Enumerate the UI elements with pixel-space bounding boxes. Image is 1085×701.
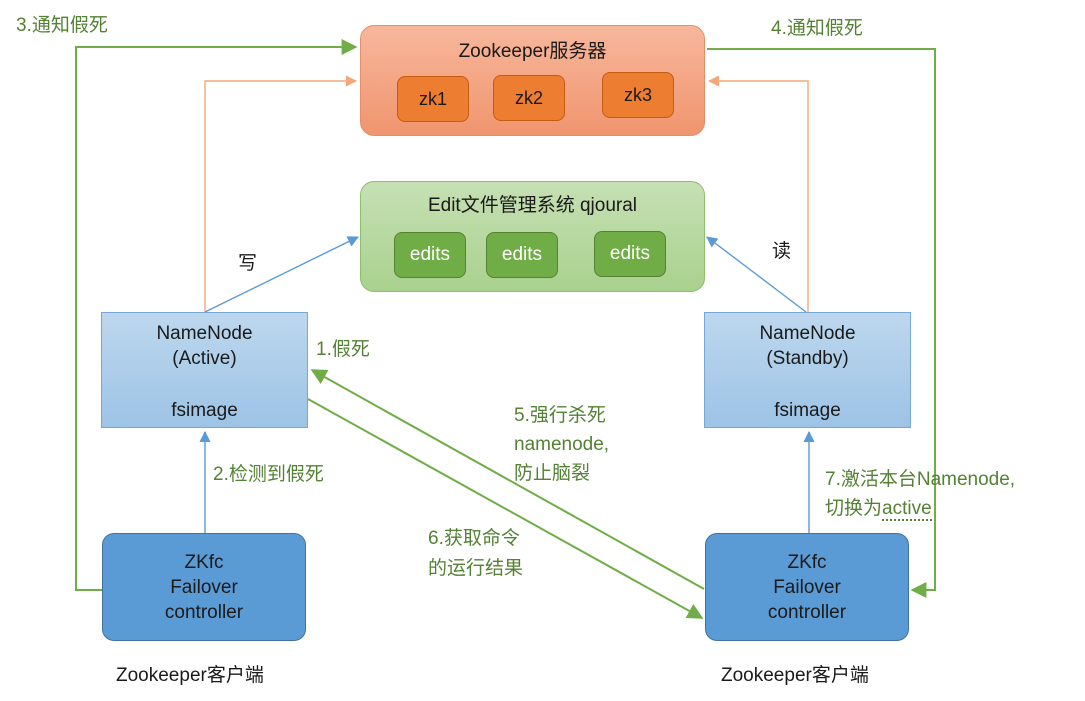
force-kill-arrow — [310, 369, 705, 590]
notify-right-arrow — [707, 48, 936, 598]
zk-node: zk1 — [397, 76, 469, 122]
zk-node: zk3 — [602, 72, 674, 118]
write-label: 写 — [238, 253, 258, 274]
command-result-arrow — [307, 398, 704, 619]
zkfc-line: Failover — [773, 576, 841, 598]
namenode-standby-box: NameNode (Standby) fsimage — [704, 312, 911, 428]
step4-label: 4.通知假死 — [771, 18, 863, 39]
namenode-name: NameNode — [156, 323, 253, 344]
step5-label-line3: 防止脑裂 — [514, 463, 591, 484]
step6-label-line2: 的运行结果 — [428, 558, 524, 579]
namenode-fsimage: fsimage — [171, 400, 238, 421]
zkfc-line: ZKfc — [184, 551, 224, 573]
namenode-fsimage: fsimage — [774, 400, 841, 421]
namenode-state: (Standby) — [766, 348, 849, 369]
zkfc-left-box: ZKfc Failover controller — [102, 533, 306, 641]
zookeeper-server-title: Zookeeper服务器 — [458, 41, 607, 62]
step3-label: 3.通知假死 — [16, 15, 108, 36]
step6-label-line1: 6.获取命令 — [428, 528, 520, 549]
zkfc-left-caption: Zookeeper客户端 — [116, 665, 264, 686]
zkfc-line: Failover — [170, 576, 238, 598]
step7-label-line1: 7.激活本台Namenode, — [825, 469, 1016, 490]
namenode-name: NameNode — [759, 323, 856, 344]
active-to-zk-connector — [204, 75, 358, 312]
step5-label-line2: namenode, — [514, 434, 610, 455]
zkfc-line: controller — [767, 601, 847, 623]
step5-label-line1: 5.强行杀死 — [514, 405, 606, 426]
zkfc-right-box: ZKfc Failover controller — [705, 533, 909, 641]
edits-node: edits — [594, 231, 666, 277]
read-label: 读 — [772, 241, 792, 262]
step7-label-line2: 切换为active — [825, 495, 932, 522]
zkfc-right-caption: Zookeeper客户端 — [721, 665, 869, 686]
step7-label-emphasis: active — [882, 498, 932, 521]
step2-label: 2.检测到假死 — [213, 464, 324, 485]
notify-left-arrow — [75, 39, 358, 591]
edits-node: edits — [394, 232, 466, 278]
namenode-state: (Active) — [172, 348, 237, 369]
edit-system-title: Edit文件管理系统 qjoural — [427, 195, 638, 216]
write-edits-arrow — [204, 236, 360, 313]
read-edits-arrow — [706, 236, 807, 313]
standby-to-zk-connector — [707, 75, 809, 312]
step1-label: 1.假死 — [316, 339, 370, 360]
zk-node: zk2 — [493, 75, 565, 121]
edits-node: edits — [486, 232, 558, 278]
zkfc-line: ZKfc — [787, 551, 827, 573]
namenode-active-box: NameNode (Active) fsimage — [101, 312, 308, 428]
zkfc-line: controller — [164, 601, 244, 623]
step7-label-prefix: 切换为 — [825, 498, 883, 519]
